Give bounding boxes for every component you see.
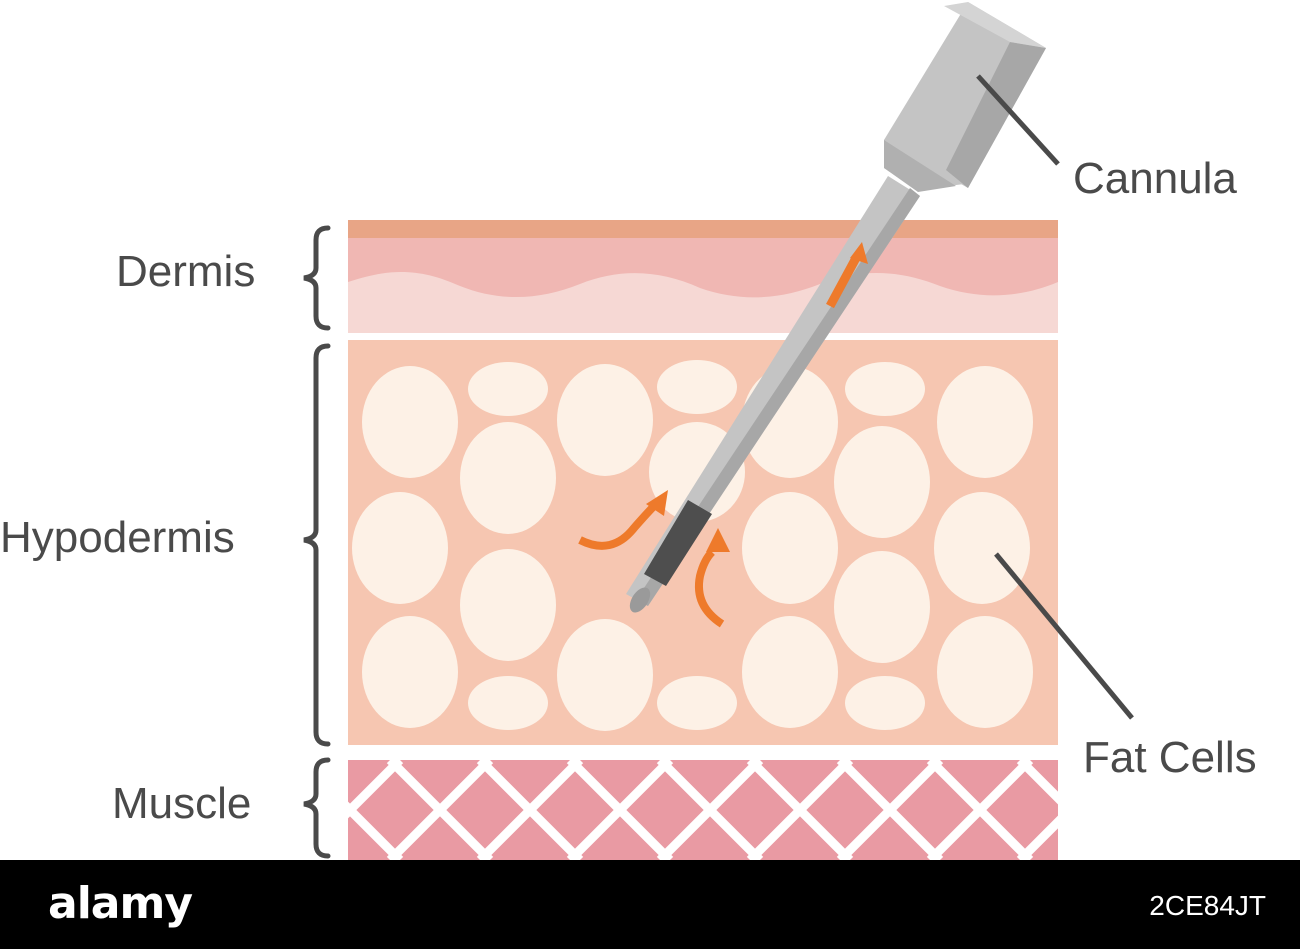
fat-cell [657, 360, 737, 414]
fat-cell [937, 366, 1033, 478]
fat-cell [937, 616, 1033, 728]
cannula-hub-body [884, 2, 1046, 188]
flow-arrows [578, 490, 730, 628]
fat-cell [362, 366, 458, 478]
hypodermis-label: Hypodermis [0, 513, 235, 562]
fat-cell [834, 426, 930, 538]
fat-cell [468, 362, 548, 416]
layer-brackets [303, 225, 331, 859]
flow-arrow-right [695, 549, 725, 628]
fat-cell [834, 551, 930, 663]
cannula-label: Cannula [1073, 154, 1237, 203]
fat-cells [352, 360, 1033, 731]
muscle-layer [348, 760, 1058, 860]
alamy-logo: alamy [48, 878, 193, 929]
fat-cell [934, 492, 1030, 604]
flow-arrow-left-head [646, 490, 668, 516]
hypodermis-layer [348, 340, 1058, 745]
fat-cell [845, 676, 925, 730]
dermis-layer [348, 220, 1058, 333]
cannula-shaft-shade [636, 188, 920, 606]
flow-arrow-left [578, 501, 659, 550]
fat-cell [742, 616, 838, 728]
suction-arrow [826, 242, 868, 309]
fat-cell [845, 362, 925, 416]
cannula-tip-end [629, 587, 651, 613]
dermis-lower-wave [348, 271, 1058, 333]
fat-cell [460, 549, 556, 661]
cannula-hub-collar [884, 140, 956, 192]
fat-cell [352, 492, 448, 604]
watermark-bar: alamy 2CE84JT [0, 860, 1300, 949]
fat-cells-label: Fat Cells [1083, 733, 1257, 782]
muscle-bracket [303, 757, 331, 859]
cannula-leader [976, 74, 1060, 166]
cannula-tip-hole [644, 500, 712, 586]
fat-cell [657, 676, 737, 730]
fat-cells-leader [994, 552, 1134, 720]
fat-cell [742, 492, 838, 604]
epidermis-band [348, 220, 1058, 238]
dermis-label: Dermis [116, 247, 256, 296]
muscle-lattice [348, 760, 1058, 860]
fat-cell [557, 364, 653, 476]
cannula-hub-top [944, 2, 1046, 48]
hypodermis-bracket [303, 343, 331, 747]
dermis-bracket [303, 225, 331, 331]
muscle-bg [348, 760, 1058, 860]
leader-lines [976, 74, 1134, 720]
flow-arrow-right-head [706, 528, 730, 552]
fat-cell [468, 676, 548, 730]
fat-cell [460, 422, 556, 534]
fat-cell [362, 616, 458, 728]
fat-cell [557, 619, 653, 731]
image-id: 2CE84JT [1149, 890, 1266, 921]
muscle-label: Muscle [112, 779, 252, 828]
cannula-hub-side [946, 42, 1046, 188]
